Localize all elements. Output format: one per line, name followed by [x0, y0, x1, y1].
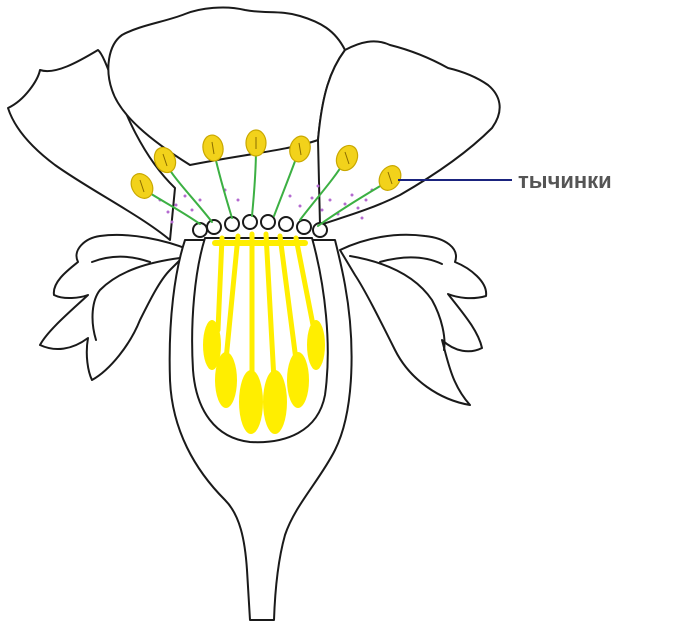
stamen-filament	[252, 148, 256, 216]
stamen-filament	[214, 152, 232, 218]
ovule	[263, 370, 287, 434]
ovule	[239, 370, 263, 434]
stamens-label: тычинки	[518, 168, 612, 193]
nectary-circles	[193, 215, 327, 237]
ovule	[215, 352, 237, 408]
petal-right	[318, 41, 500, 225]
sepal-right	[340, 235, 486, 405]
ovule	[307, 320, 325, 370]
ovule	[287, 352, 309, 408]
stamen-filament	[274, 153, 298, 216]
stamen-anther	[246, 130, 266, 156]
